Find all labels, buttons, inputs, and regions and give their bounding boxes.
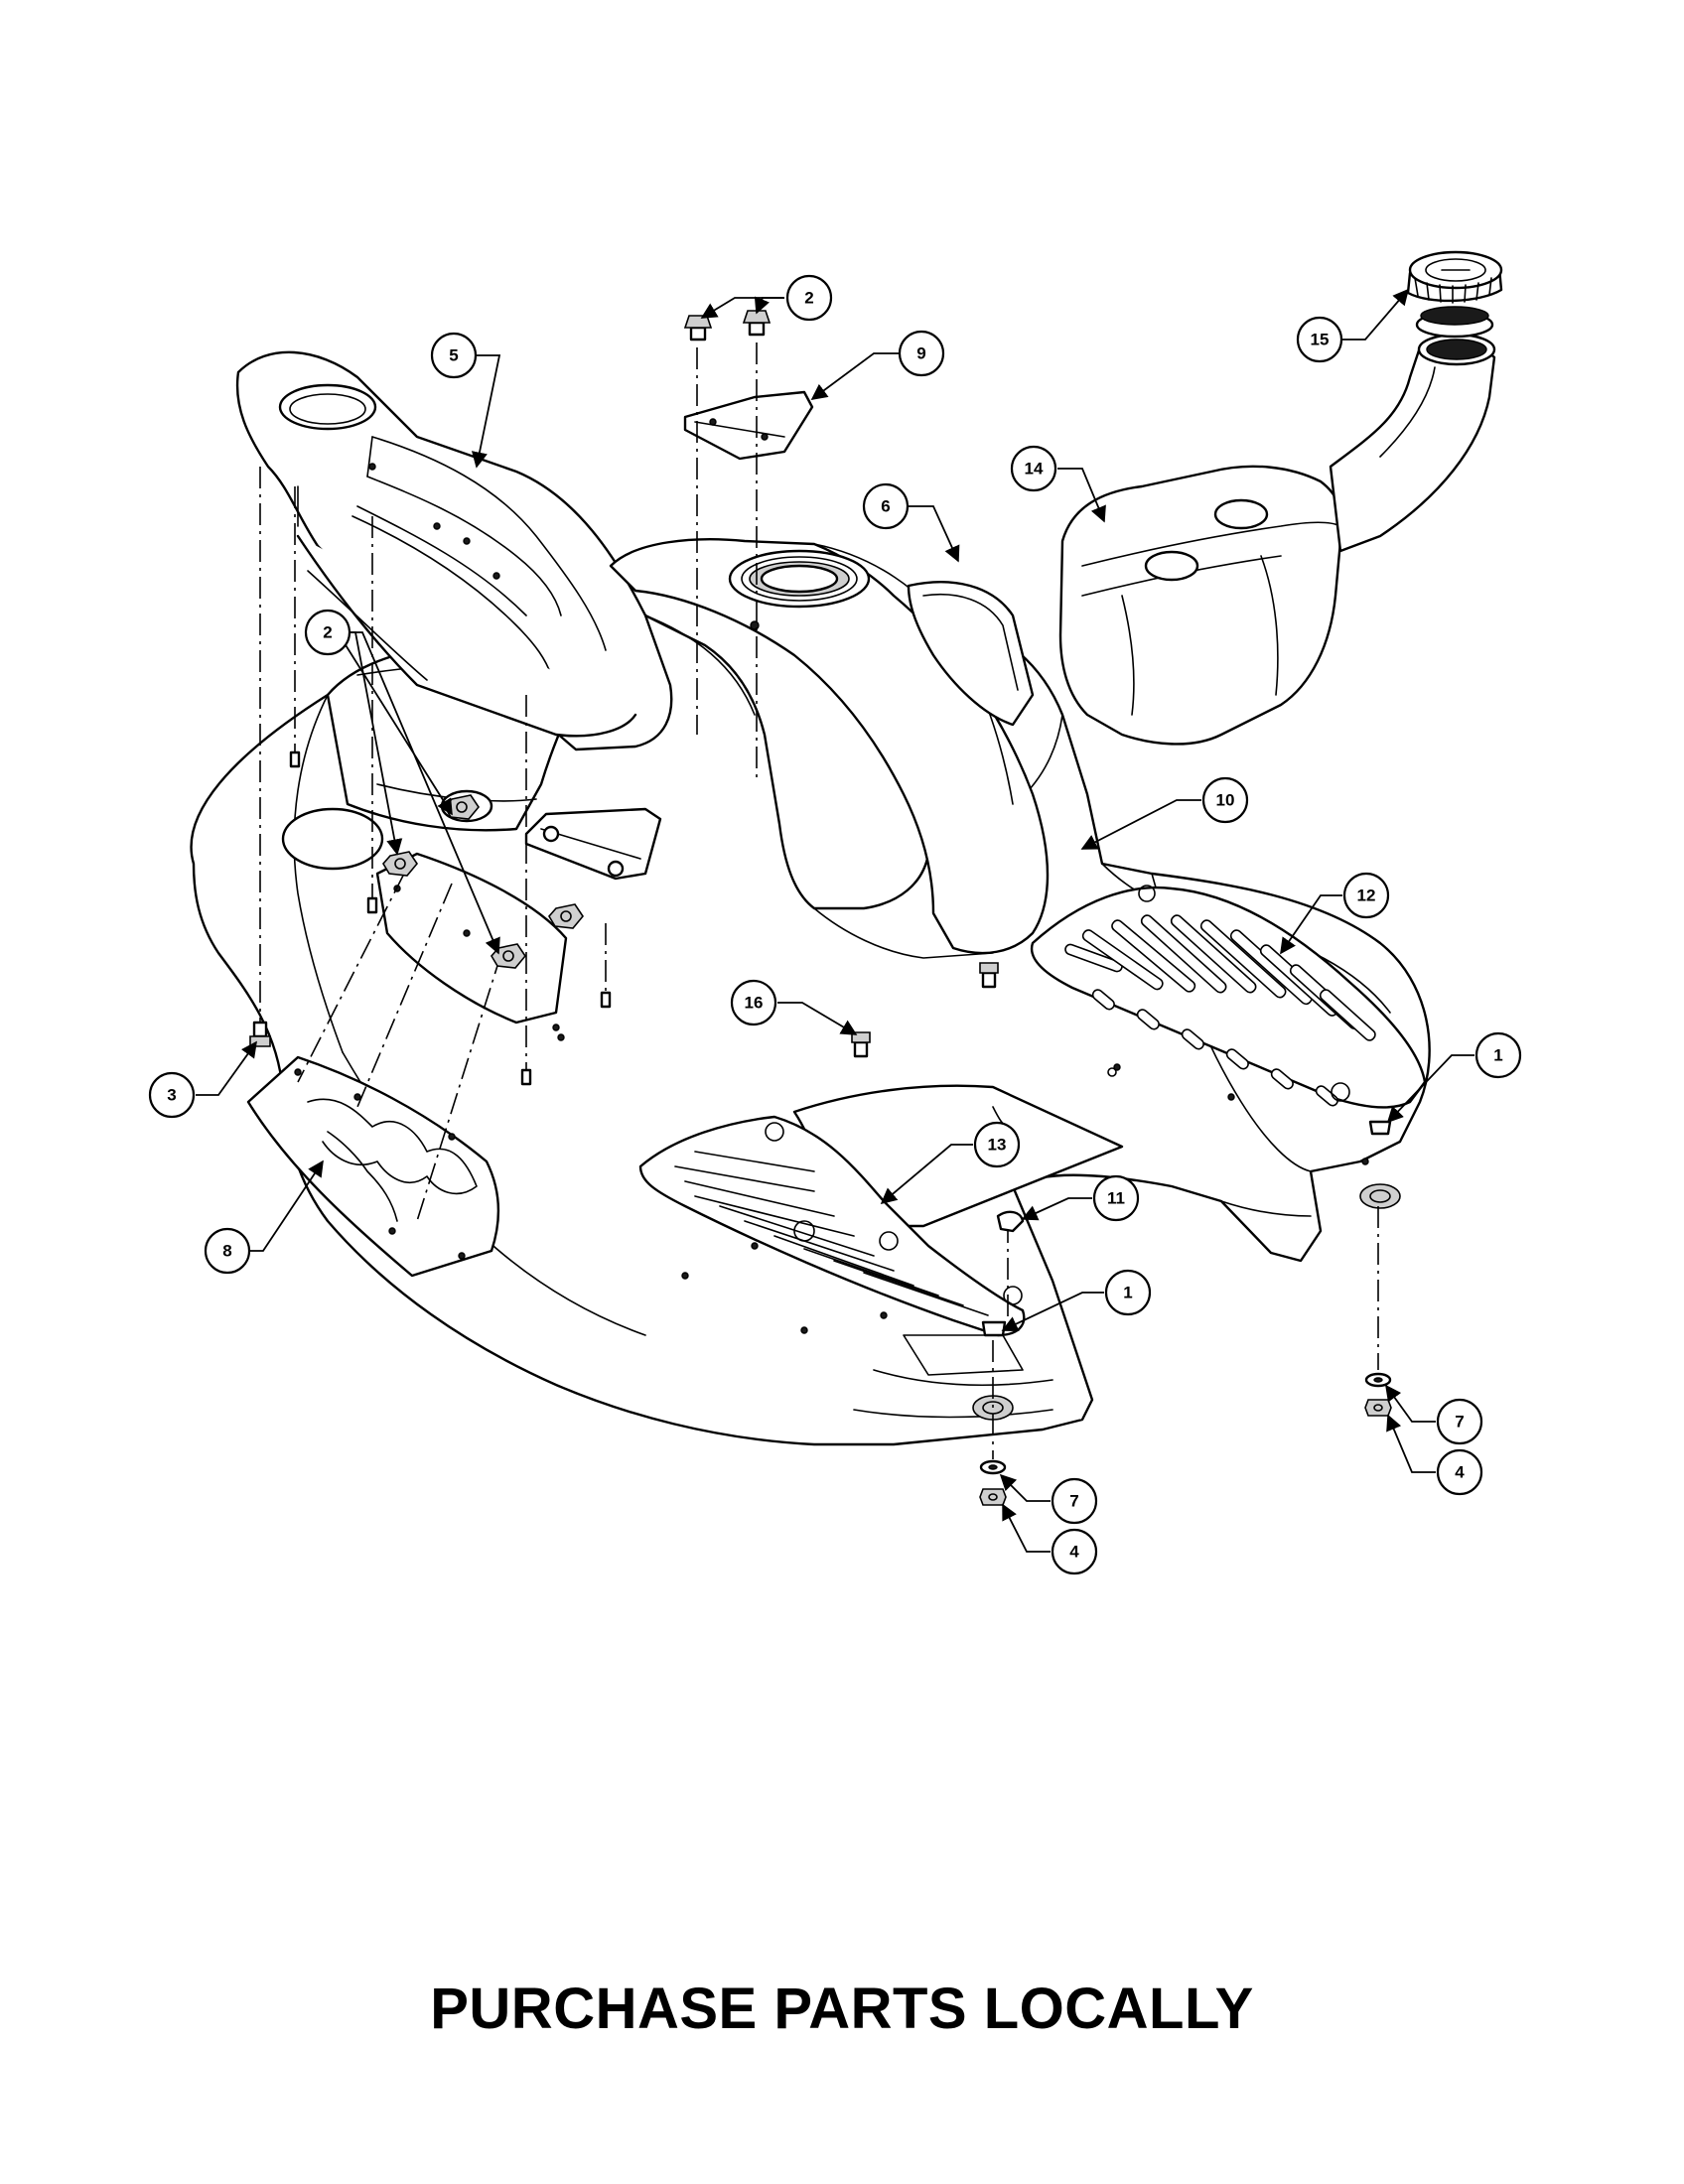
callout-12: 12 — [1342, 872, 1390, 919]
callout-10-label: 10 — [1216, 791, 1235, 810]
callout-14-label: 14 — [1025, 460, 1044, 478]
callout-5: 5 — [430, 332, 478, 379]
callout-16: 16 — [730, 979, 777, 1026]
callout-14: 14 — [1010, 445, 1057, 492]
callout-12-label: 12 — [1357, 887, 1376, 905]
callout-8: 8 — [204, 1227, 251, 1275]
callout-1-right: 1 — [1474, 1031, 1522, 1079]
callout-2-top-label: 2 — [804, 289, 813, 308]
callout-7-center: 7 — [1051, 1477, 1098, 1525]
callout-6: 6 — [862, 482, 910, 530]
alignment-lines — [259, 342, 1379, 1459]
callout-4-right-label: 4 — [1455, 1463, 1465, 1482]
callout-11: 11 — [1092, 1174, 1140, 1222]
callout-9: 9 — [898, 330, 945, 377]
purchase-parts-locally-note: PURCHASE PARTS LOCALLY — [430, 1977, 1254, 2041]
callout-4-center: 4 — [1051, 1528, 1098, 1575]
callout-16-label: 16 — [745, 994, 764, 1013]
callout-15-label: 15 — [1311, 331, 1330, 349]
callout-1-center: 1 — [1104, 1269, 1152, 1316]
callout-1-center-label: 1 — [1123, 1284, 1132, 1302]
callout-3-label: 3 — [167, 1086, 176, 1105]
callout-7-center-label: 7 — [1069, 1492, 1078, 1511]
callout-7-right: 7 — [1436, 1398, 1483, 1445]
callout-4-right: 4 — [1436, 1448, 1483, 1496]
callout-8-label: 8 — [222, 1242, 231, 1261]
callout-6-label: 6 — [881, 497, 890, 516]
callout-2-top: 2 — [785, 274, 833, 322]
callout-1-right-label: 1 — [1493, 1046, 1502, 1065]
callout-15: 15 — [1296, 316, 1343, 363]
callout-7-right-label: 7 — [1455, 1413, 1464, 1432]
left-footrest-mat — [638, 1115, 1026, 1337]
callout-10: 10 — [1201, 776, 1249, 824]
dash-hood — [609, 538, 1050, 955]
callout-4-center-label: 4 — [1069, 1543, 1079, 1562]
callout-2-left: 2 — [304, 609, 351, 656]
fuel-tank — [1058, 333, 1496, 746]
callout-2-left-label: 2 — [323, 623, 332, 642]
right-footrest-mat — [1030, 885, 1427, 1109]
bracket-lower — [524, 807, 662, 881]
step-plate — [246, 1055, 500, 1278]
fender-console — [235, 350, 673, 751]
fuel-cap — [1406, 250, 1503, 339]
leader-lines — [196, 288, 1474, 1553]
callout-11-label: 11 — [1107, 1189, 1125, 1208]
bracket-upper — [683, 390, 814, 461]
callout-9-label: 9 — [916, 344, 925, 363]
callout-13-label: 13 — [988, 1136, 1007, 1155]
callout-5-label: 5 — [449, 346, 458, 365]
callout-3: 3 — [148, 1071, 196, 1119]
callout-13: 13 — [973, 1121, 1021, 1168]
